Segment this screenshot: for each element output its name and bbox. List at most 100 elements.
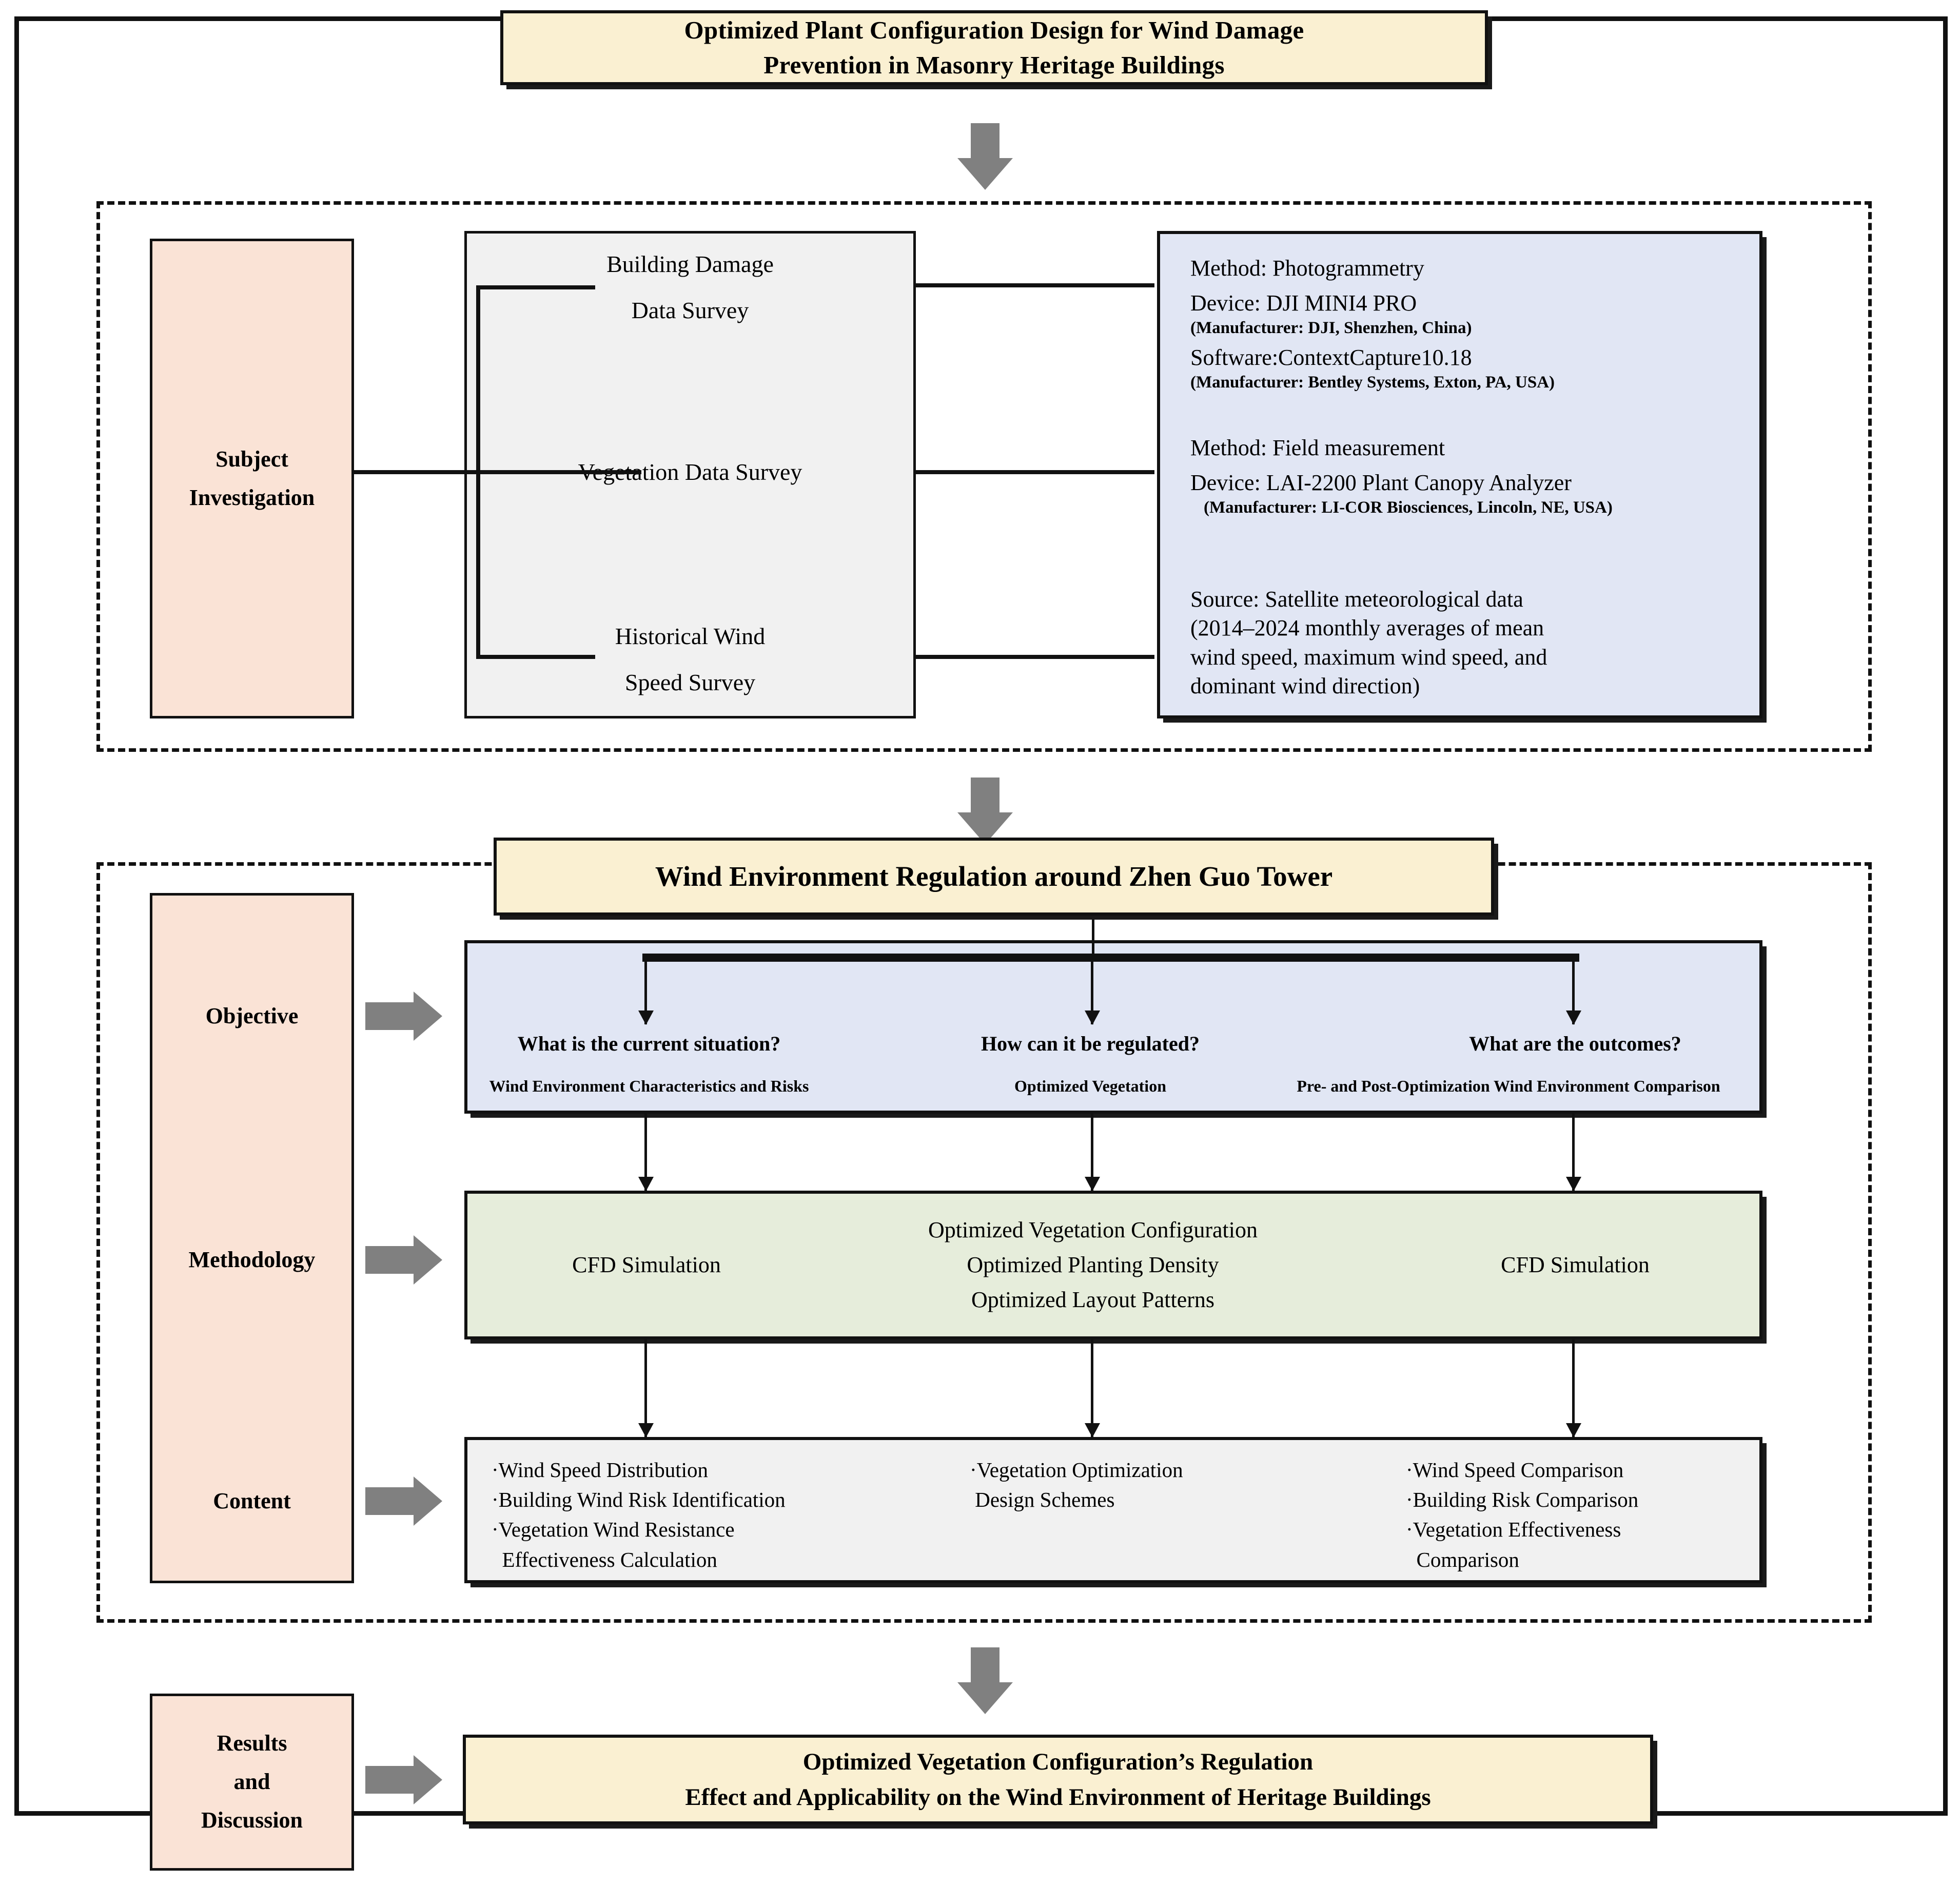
- stage-label-objective: Objective: [150, 996, 354, 1037]
- content-item: ·Vegetation Effectiveness: [1406, 1518, 1621, 1542]
- survey-node-line1: Building Damage: [606, 251, 774, 278]
- arrow-title-to-investigation: [957, 123, 1013, 190]
- detail-method: Method: Photogrammetry: [1190, 256, 1424, 281]
- detail-group-field-measurement: Method: Field measurement Device: LAI-22…: [1190, 434, 1755, 518]
- connector-to-building-damage: [476, 285, 595, 289]
- investigation-details-box: [1157, 231, 1762, 718]
- connector-bracket-vertical: [476, 285, 480, 659]
- regulation-title: Wind Environment Regulation around Zhen …: [655, 861, 1333, 892]
- objective-branch-arrow-1: [644, 958, 647, 1024]
- methodology-text: CFD Simulation: [572, 1252, 721, 1277]
- content-col3: ·Wind Speed Comparison ·Building Risk Co…: [1406, 1455, 1796, 1575]
- detail-device-manufacturer: (Manufacturer: LI-COR Biosciences, Linco…: [1204, 498, 1613, 517]
- regulation-title-box: Wind Environment Regulation around Zhen …: [494, 838, 1494, 916]
- connector-title-trunk: [1092, 916, 1094, 957]
- survey-node-line1: Historical Wind: [615, 623, 766, 650]
- connector-to-historical-wind: [476, 655, 595, 659]
- survey-items-box: [464, 231, 916, 718]
- subcaption-text: Wind Environment Characteristics and Ris…: [489, 1076, 809, 1095]
- objective-row-box: [464, 940, 1762, 1114]
- connector-objective-to-methodology-1: [644, 1114, 647, 1191]
- objective-branch-arrow-2: [1091, 958, 1093, 1024]
- content-item: Effectiveness Calculation: [492, 1547, 717, 1571]
- subcaption-text: Optimized Vegetation: [1014, 1076, 1166, 1095]
- detail-source-line2: (2014–2024 monthly averages of mean: [1190, 615, 1544, 641]
- stage-label-line1: Subject: [215, 446, 288, 472]
- arrow-regulation-to-results: [957, 1647, 1013, 1714]
- connector-subject-trunk: [354, 470, 641, 474]
- objective-branch-arrow-3: [1572, 958, 1575, 1024]
- methodology-col3: CFD Simulation: [1421, 1247, 1729, 1283]
- methodology-col1: CFD Simulation: [493, 1247, 800, 1283]
- content-item: ·Building Risk Comparison: [1406, 1488, 1639, 1512]
- methodology-col2: Optimized Vegetation Configuration Optim…: [836, 1211, 1349, 1319]
- connector-methodology-to-content-2: [1091, 1339, 1093, 1437]
- arrow-to-methodology-row: [365, 1235, 442, 1285]
- content-item: ·Building Wind Risk Identification: [492, 1488, 786, 1512]
- detail-method: Method: Field measurement: [1190, 435, 1445, 460]
- content-item: ·Vegetation Wind Resistance: [492, 1518, 735, 1542]
- stage-label-results-discussion: Results and Discussion: [150, 1694, 354, 1871]
- detail-device: Device: DJI MINI4 PRO: [1190, 290, 1417, 316]
- objective-question-1: What is the current situation?: [490, 1025, 808, 1061]
- investigation-dashed-region: [96, 201, 1872, 752]
- content-item: ·Wind Speed Comparison: [1406, 1458, 1624, 1482]
- detail-device: Device: LAI-2200 Plant Canopy Analyzer: [1190, 470, 1572, 496]
- content-col1: ·Wind Speed Distribution ·Building Wind …: [492, 1455, 953, 1575]
- methodology-row-box: [464, 1191, 1762, 1339]
- stage-label-text: Methodology: [188, 1247, 316, 1272]
- subcaption-text: Pre- and Post-Optimization Wind Environm…: [1297, 1076, 1720, 1095]
- survey-node-line2: Data Survey: [631, 297, 749, 323]
- stage-label-subject-investigation: Subject Investigation: [150, 239, 354, 718]
- content-col2: ·Vegetation Optimization Design Schemes: [970, 1455, 1360, 1514]
- main-title-box: Optimized Plant Configuration Design for…: [500, 10, 1488, 85]
- detail-source-line3: wind speed, maximum wind speed, and: [1190, 644, 1547, 670]
- detail-software-manufacturer: (Manufacturer: Bentley Systems, Exton, P…: [1190, 373, 1555, 392]
- detail-group-satellite-source: Source: Satellite meteorological data (2…: [1190, 585, 1755, 701]
- arrow-to-outcome-box: [365, 1755, 442, 1804]
- question-text: What is the current situation?: [517, 1032, 781, 1055]
- connector-objective-to-methodology-3: [1572, 1114, 1575, 1191]
- stage-label-text: Content: [213, 1488, 291, 1513]
- detail-source-line4: dominant wind direction): [1190, 673, 1420, 698]
- content-row-box: [464, 1437, 1762, 1583]
- content-item: Comparison: [1406, 1547, 1519, 1571]
- outcome-line1: Optimized Vegetation Configuration’s Reg…: [802, 1748, 1314, 1776]
- results-label-line1: Results: [217, 1731, 287, 1756]
- connector-methodology-to-content-1: [644, 1339, 647, 1437]
- content-item: ·Wind Speed Distribution: [492, 1458, 708, 1482]
- outcome-line2: Effect and Applicability on the Wind Env…: [685, 1783, 1431, 1811]
- results-label-line2: and: [233, 1769, 270, 1795]
- connector-detail-photogrammetry: [916, 283, 1154, 287]
- arrow-investigation-to-regulation: [957, 778, 1013, 844]
- results-label-line3: Discussion: [201, 1807, 303, 1833]
- detail-group-photogrammetry: Method: Photogrammetry Device: DJI MINI4…: [1190, 254, 1755, 393]
- stage-label-methodology: Methodology: [150, 1239, 354, 1280]
- survey-node-historical-wind: Historical Wind Speed Survey: [464, 618, 916, 701]
- connector-objective-to-methodology-2: [1091, 1114, 1093, 1191]
- outcome-box: Optimized Vegetation Configuration’s Reg…: [463, 1735, 1653, 1824]
- question-text: How can it be regulated?: [981, 1032, 1200, 1055]
- objective-question-2: How can it be regulated?: [939, 1025, 1242, 1061]
- survey-node-building-damage: Building Damage Data Survey: [464, 246, 916, 328]
- objective-bracket-bar: [642, 954, 1579, 962]
- detail-device-manufacturer: (Manufacturer: DJI, Shenzhen, China): [1190, 318, 1472, 337]
- arrow-to-objective-row: [365, 992, 442, 1041]
- question-text: What are the outcomes?: [1469, 1032, 1681, 1055]
- detail-source-line1: Source: Satellite meteorological data: [1190, 587, 1523, 612]
- methodology-line-3: Optimized Layout Patterns: [971, 1287, 1215, 1313]
- stage-label-text: Objective: [205, 1003, 299, 1028]
- main-title-line1: Optimized Plant Configuration Design for…: [684, 16, 1304, 45]
- stage-label-line2: Investigation: [189, 484, 315, 510]
- connector-methodology-to-content-3: [1572, 1339, 1575, 1437]
- objective-subcaption-1: Wind Environment Characteristics and Ris…: [459, 1072, 839, 1100]
- content-item: ·Vegetation Optimization: [970, 1458, 1183, 1482]
- objective-question-3: What are the outcomes?: [1416, 1025, 1734, 1061]
- objective-subcaption-2: Optimized Vegetation: [944, 1072, 1237, 1100]
- stage-label-content: Content: [150, 1481, 354, 1522]
- arrow-to-content-row: [365, 1476, 442, 1526]
- main-title-line2: Prevention in Masonry Heritage Buildings: [763, 51, 1225, 79]
- methodology-line-1: Optimized Vegetation Configuration: [928, 1217, 1258, 1242]
- stage-label-column: [150, 893, 354, 1583]
